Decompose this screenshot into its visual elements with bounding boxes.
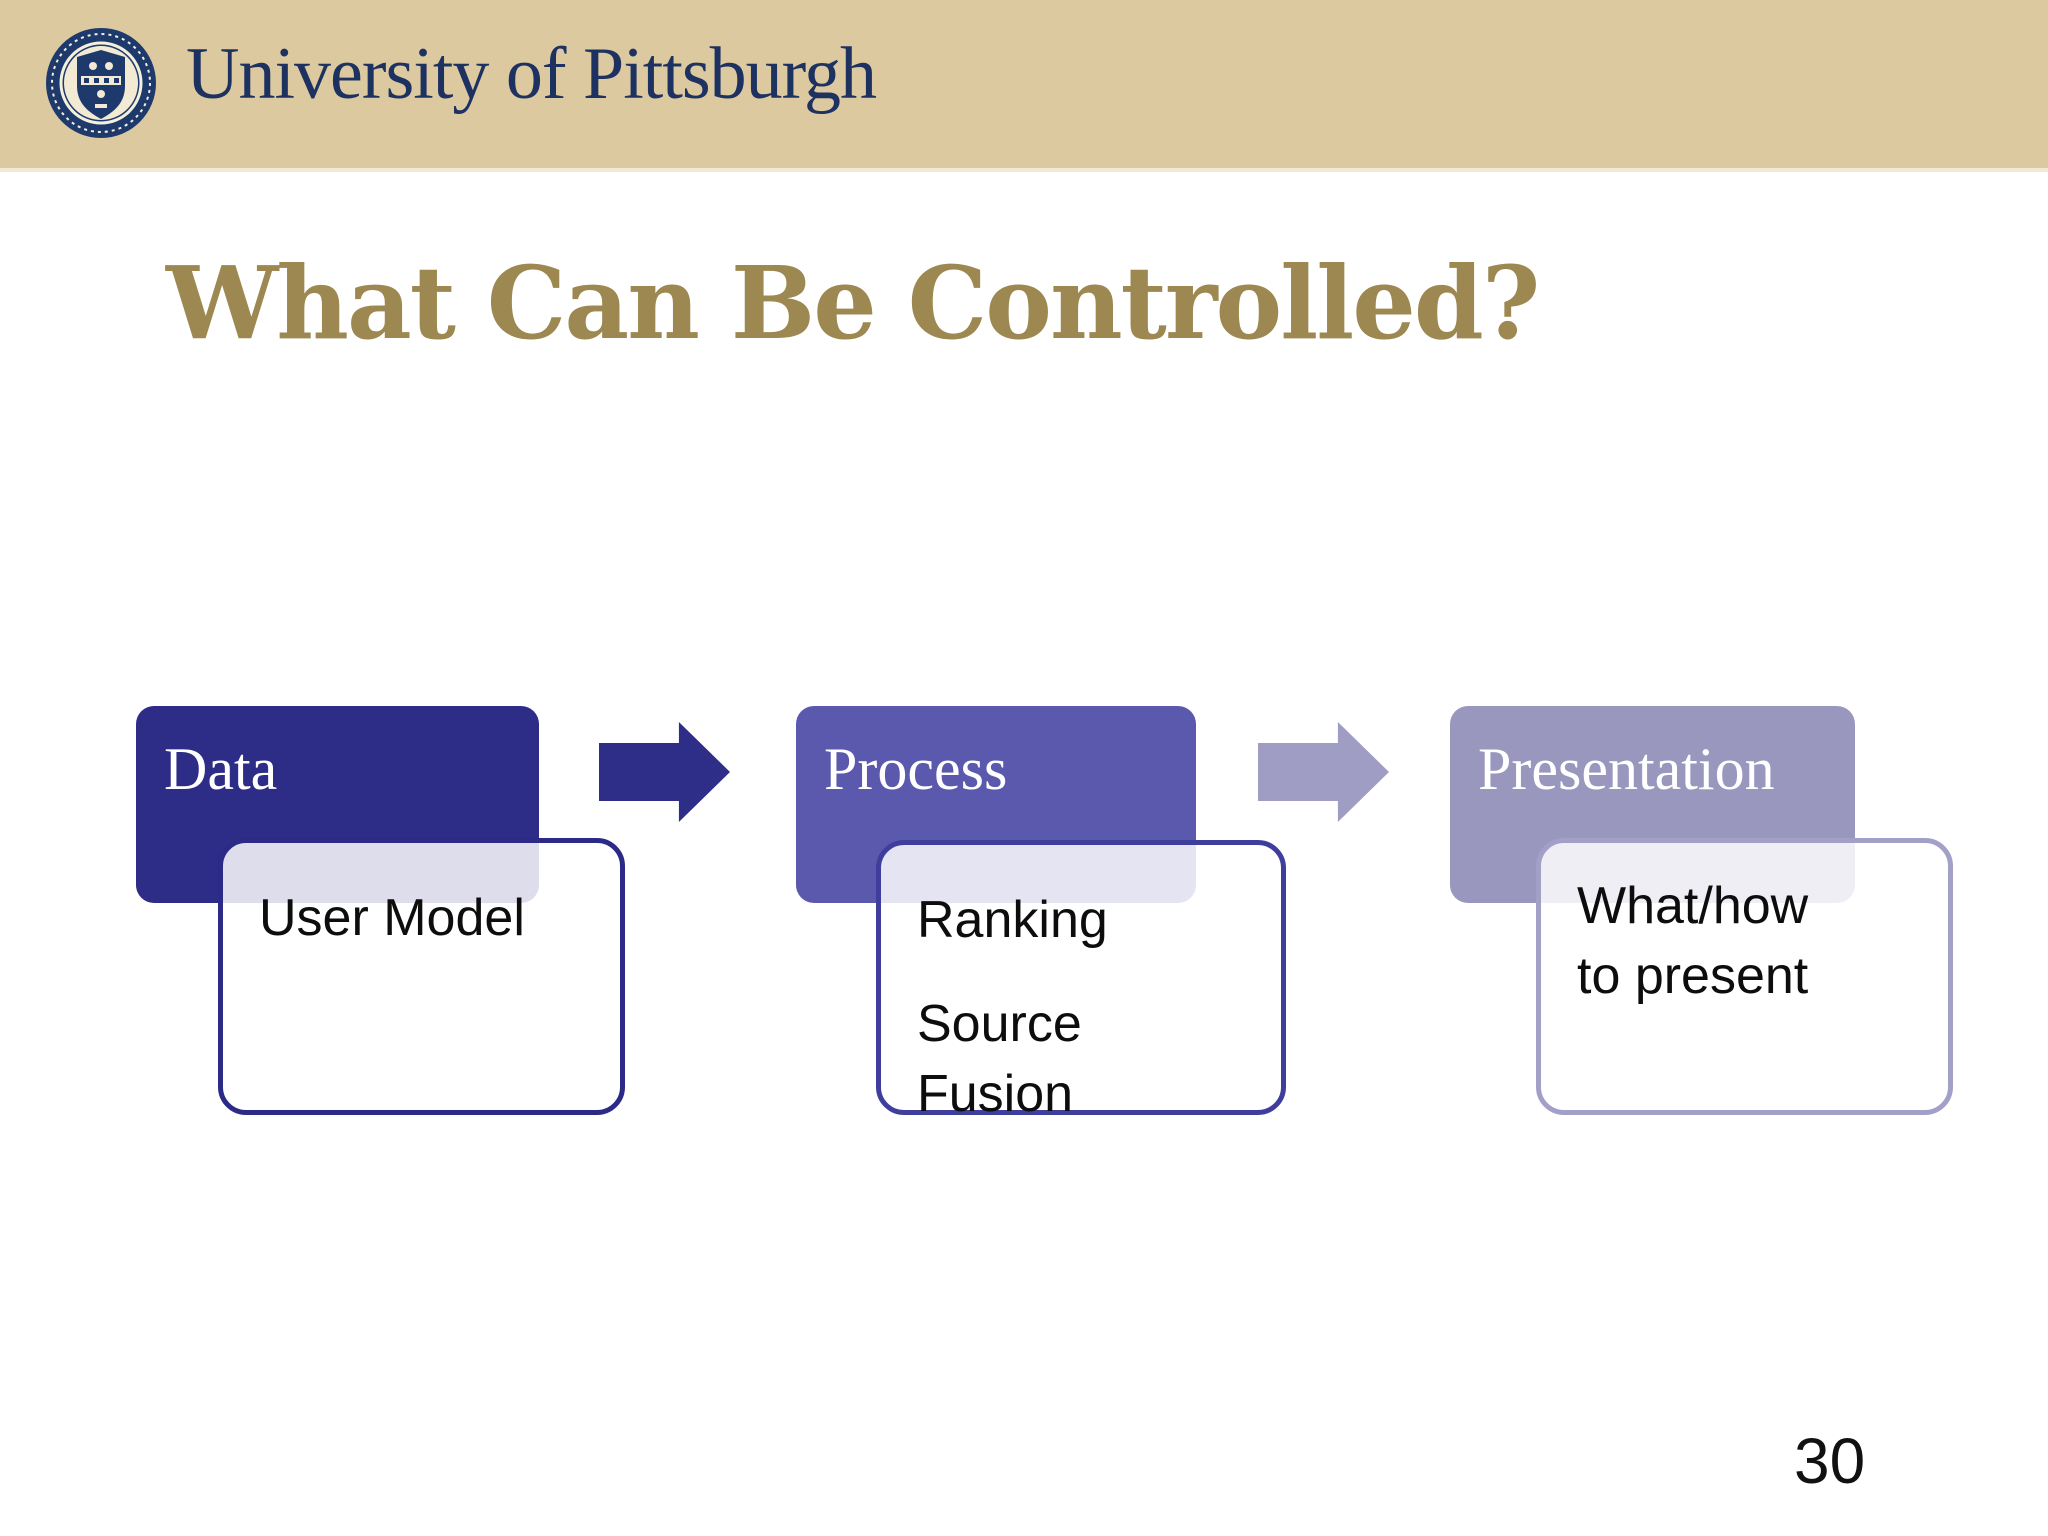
data-box-label: Data (164, 736, 278, 802)
institution-name: University of Pittsburgh (186, 33, 877, 115)
slide-title: What Can Be Controlled? (166, 244, 1540, 362)
process-box-label: Process (824, 736, 1008, 802)
header-bar: University of Pittsburgh (0, 0, 2048, 172)
pitt-seal-icon (44, 26, 158, 140)
process-sub-box: Ranking Source Fusion (876, 840, 1286, 1123)
data-sub-box: User Model (218, 838, 625, 1115)
presentation-item-what-how: What/how to present (1577, 877, 1809, 1006)
process-item-ranking: Ranking (917, 891, 1108, 949)
data-item-user-model: User Model (259, 889, 525, 947)
arrow-right-icon (599, 722, 730, 822)
process-item-source-fusion: Source Fusion (917, 995, 1082, 1124)
page-number: 30 (1794, 1425, 1866, 1497)
presentation-box-label: Presentation (1478, 736, 1775, 802)
presentation-sub-box: What/how to present (1536, 838, 1953, 1115)
arrow-right-icon (1258, 722, 1389, 822)
